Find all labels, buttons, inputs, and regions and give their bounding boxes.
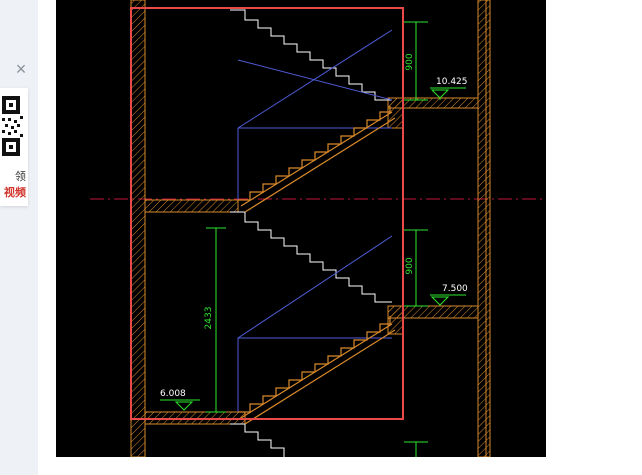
- stair-flight-upper-back: [230, 9, 392, 101]
- dimension-height-label: 2433: [204, 307, 214, 330]
- stair-flight-upper-section: [238, 106, 396, 213]
- dimension-upper: [404, 21, 428, 101]
- floor-slab-upper: [144, 97, 479, 213]
- elevation-marker-mid: [430, 294, 466, 306]
- close-icon[interactable]: ×: [15, 59, 27, 79]
- dimension-middle: [404, 229, 428, 307]
- elevation-label-mid: 7.500: [442, 284, 468, 294]
- promo-text-line1: 领: [15, 171, 26, 183]
- bottom-blank-area: [38, 457, 546, 475]
- elevation-marker-top: [430, 87, 466, 100]
- dimension-height: [206, 227, 226, 413]
- dimension-bottom-stub: [404, 441, 428, 457]
- stair-flight-bottom-back: [230, 423, 285, 457]
- elevation-label-low: 6.008: [160, 389, 186, 399]
- stair-flight-lower-back: [230, 211, 392, 303]
- right-blank-area: [546, 0, 642, 475]
- qr-code-image: [0, 94, 24, 164]
- elevation-marker-low: [160, 399, 200, 411]
- stair-section-drawing: 900 900 2433 10.425 7.500: [90, 0, 546, 457]
- qr-promo-card[interactable]: 领 视频: [0, 88, 28, 206]
- elevation-label-top: 10.425: [436, 77, 468, 87]
- cad-drawing-viewport[interactable]: 900 900 2433 10.425 7.500: [56, 0, 546, 457]
- promo-text-line2: 视频: [4, 187, 26, 199]
- dimension-upper-label: 900: [405, 53, 415, 70]
- guide-lines: [237, 29, 393, 412]
- floor-slab-lower: [144, 305, 479, 425]
- stair-flight-lower-section: [238, 316, 396, 425]
- right-wall: [477, 0, 491, 457]
- selection-rectangle: [130, 7, 404, 420]
- side-promo-panel: × 领 视频: [0, 0, 38, 475]
- gutter: [38, 0, 56, 475]
- dimension-middle-label: 900: [405, 257, 415, 274]
- left-wall: [130, 0, 146, 457]
